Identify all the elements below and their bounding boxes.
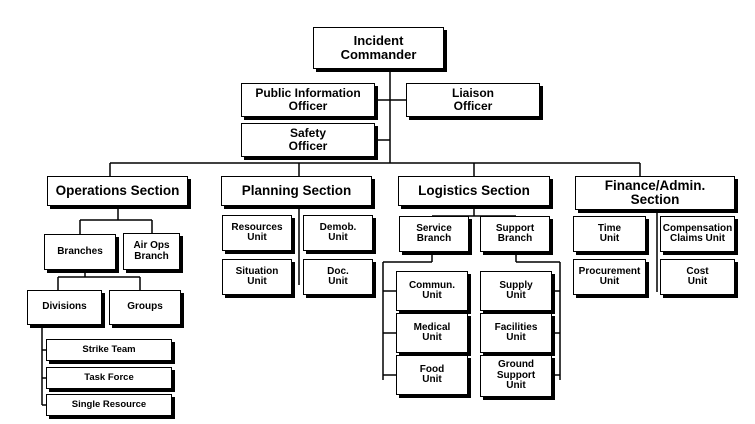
branches-box: Branches: [44, 234, 116, 270]
service-branch-box: Service Branch: [399, 216, 469, 252]
finance-admin-section-box: Finance/Admin. Section: [575, 176, 735, 210]
public-information-officer-box: Public Information Officer: [241, 83, 375, 117]
operations-section-box: Operations Section: [47, 176, 188, 206]
cost-unit-box: Cost Unit: [660, 259, 735, 295]
incident-commander-box: Incident Commander: [313, 27, 444, 69]
situation-unit-box: Situation Unit: [222, 259, 292, 295]
groups-box: Groups: [109, 290, 181, 325]
doc-unit-box: Doc. Unit: [303, 259, 373, 295]
single-resource-box: Single Resource: [46, 394, 172, 416]
planning-section-box: Planning Section: [221, 176, 372, 206]
procurement-unit-box: Procurement Unit: [573, 259, 646, 295]
time-unit-box: Time Unit: [573, 216, 646, 252]
resources-unit-box: Resources Unit: [222, 215, 292, 251]
ground-support-unit-box: Ground Support Unit: [480, 355, 552, 397]
medical-unit-box: Medical Unit: [396, 313, 468, 353]
food-unit-box: Food Unit: [396, 355, 468, 395]
task-force-box: Task Force: [46, 367, 172, 389]
air-ops-branch-box: Air Ops Branch: [123, 233, 180, 270]
support-branch-box: Support Branch: [480, 216, 550, 252]
divisions-box: Divisions: [27, 290, 102, 325]
supply-unit-box: Supply Unit: [480, 271, 552, 311]
strike-team-box: Strike Team: [46, 339, 172, 361]
facilities-unit-box: Facilities Unit: [480, 313, 552, 353]
demob-unit-box: Demob. Unit: [303, 215, 373, 251]
compensation-claims-unit-box: Compensation Claims Unit: [660, 216, 735, 252]
communications-unit-box: Commun. Unit: [396, 271, 468, 311]
logistics-section-box: Logistics Section: [398, 176, 550, 206]
safety-officer-box: Safety Officer: [241, 123, 375, 157]
liaison-officer-box: Liaison Officer: [406, 83, 540, 117]
